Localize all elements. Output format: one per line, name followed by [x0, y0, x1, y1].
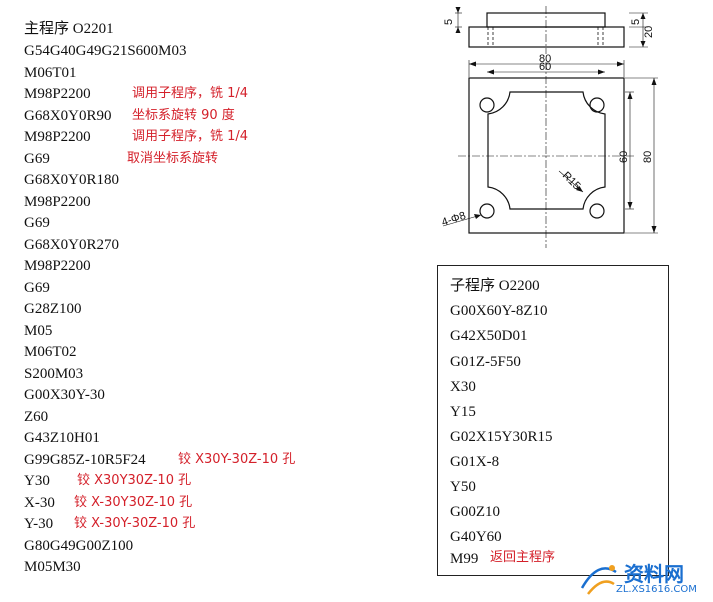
code-line: M98P2200	[24, 129, 91, 145]
plate-outline	[468, 77, 625, 234]
code-comment: 铰 X-30Y30Z-10 孔	[74, 495, 193, 510]
dim-label-80: 80	[642, 151, 654, 163]
code-line: M05	[24, 323, 53, 339]
hole	[589, 203, 605, 219]
code-line: G54G40G49G21S600M03	[24, 43, 187, 59]
holes-leader	[442, 214, 482, 227]
code-line: G28Z100	[24, 301, 82, 317]
dim-label-60: 60	[539, 61, 551, 73]
code-comment: 调用子程序，铣 1/4	[132, 129, 249, 144]
code-line: X30	[450, 379, 476, 395]
top-view	[468, 77, 625, 234]
code-line: G68X0Y0R270	[24, 237, 120, 253]
hole	[589, 97, 605, 113]
hole	[479, 97, 495, 113]
code-line: M98P2200	[24, 194, 91, 210]
watermark-title: 资料网	[624, 562, 684, 586]
dim-label-holes: 4-Φ8	[440, 210, 467, 229]
code-line: S200M03	[24, 366, 84, 382]
code-line: M06T01	[24, 65, 77, 81]
code-line: M05M30	[24, 559, 81, 575]
dim-label-80: 80	[539, 53, 551, 65]
side-dimensions	[455, 10, 648, 48]
code-line: G01Z-5F50	[450, 354, 521, 370]
dim-label-5: 5	[443, 19, 455, 25]
code-line: G69	[24, 151, 50, 167]
dimension-labels: 5 5 20 80 60 60 80 R15 4-Φ8	[440, 19, 655, 229]
code-line: G40Y60	[450, 529, 502, 545]
boss-profile	[487, 91, 606, 210]
watermark-logo-icon	[580, 565, 617, 595]
code-line: G68X0Y0R180	[24, 172, 120, 188]
arrowheads	[455, 7, 657, 233]
code-comment: 取消坐标系旋转	[127, 151, 219, 166]
code-line: G80G49G00Z100	[24, 538, 134, 554]
code-line: G43Z10H01	[24, 430, 100, 446]
code-line: Z60	[24, 409, 49, 425]
dim-label-5: 5	[630, 19, 642, 25]
code-line: G68X0Y0R90	[24, 108, 112, 124]
code-line: M99	[450, 551, 479, 567]
code-line: M98P2200	[24, 86, 91, 102]
center-lines	[458, 62, 636, 248]
code-line: G69	[24, 280, 50, 296]
code-comment: 调用子程序，铣 1/4	[132, 86, 249, 101]
top-dimensions	[442, 60, 658, 234]
code-comment: 铰 X30Y-30Z-10 孔	[178, 452, 296, 467]
code-comment: 铰 X-30Y-30Z-10 孔	[74, 516, 196, 531]
code-line: Y50	[450, 479, 476, 495]
sub-program-title: 子程序 O2200	[450, 278, 540, 294]
code-line: Y15	[450, 404, 476, 420]
side-view	[468, 6, 625, 54]
code-line: Y-30	[24, 516, 54, 532]
code-line: G01X-8	[450, 454, 500, 470]
code-comment: 坐标系旋转 90 度	[132, 108, 235, 123]
hole	[479, 203, 495, 219]
code-line: G42X50D01	[450, 328, 528, 344]
code-line: G02X15Y30R15	[450, 429, 553, 445]
sub-program-box: 子程序 O2200 G00X60Y-8Z10 G42X50D01 G01Z-5F…	[437, 265, 669, 576]
code-line: Y30	[24, 473, 50, 489]
code-comment: 铰 X30Y30Z-10 孔	[77, 473, 192, 488]
code-line: G69	[24, 215, 50, 231]
main-program-title: 主程序 O2201	[24, 21, 114, 37]
code-line: G00Z10	[450, 504, 500, 520]
code-line: M06T02	[24, 344, 77, 360]
code-line: G00X60Y-8Z10	[450, 303, 548, 319]
code-line: M98P2200	[24, 258, 91, 274]
dim-label-60: 60	[618, 151, 630, 163]
code-comment: 返回主程序	[490, 550, 556, 565]
code-line: G99G85Z-10R5F24	[24, 452, 146, 468]
dim-label-20: 20	[643, 26, 655, 38]
watermark-url: ZL.XS1616.COM	[616, 584, 697, 595]
code-line: X-30	[24, 495, 55, 511]
code-line: G00X30Y-30	[24, 387, 105, 403]
watermark: 资料网 ZL.XS1616.COM	[578, 558, 710, 598]
base-plate-outline	[468, 26, 625, 48]
